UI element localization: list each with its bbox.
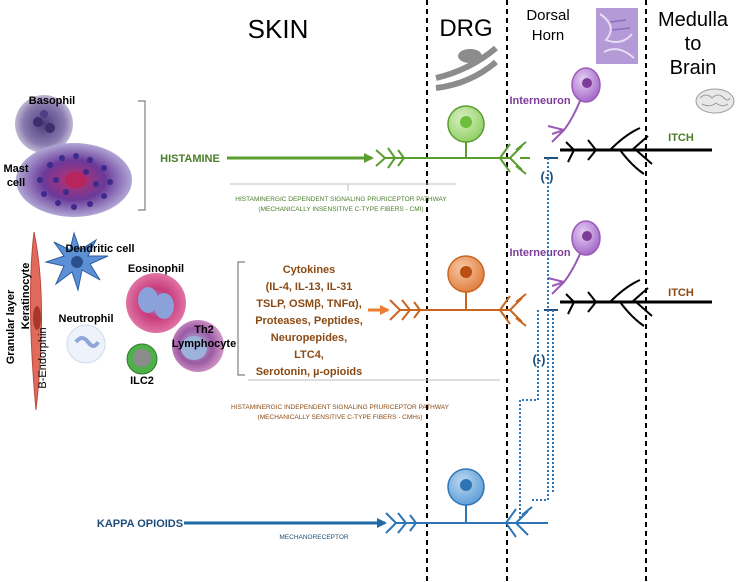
- keratinocyte-cell: [29, 231, 43, 411]
- granular-layer-label: Granular layer: [5, 289, 17, 364]
- histamine-neuron-nucleus: [460, 116, 472, 128]
- header-drg: DRG: [439, 15, 492, 42]
- histamine-source-bracket: [138, 100, 146, 211]
- header-dorsal-horn-1: Dorsal: [526, 7, 569, 24]
- histamine-neuron: [375, 140, 530, 175]
- dendritic-cell: [44, 231, 109, 292]
- eosinophil-label: Eosinophil: [128, 263, 184, 275]
- mediator-line-5: Neuropepides,: [271, 332, 347, 344]
- eosinophil-cell: [126, 273, 186, 333]
- mediator-line-6: LTC4,: [294, 349, 324, 361]
- mast-cell-label-1: Mast: [3, 163, 28, 175]
- mediator-line-3: TSLP, OSMβ, TNFα),: [256, 298, 362, 310]
- keratinocyte-label: Keratinocyte: [20, 263, 32, 330]
- header-medulla-2: to: [685, 33, 702, 55]
- mediator-line-2: (IL-4, IL-13, IL-31: [266, 281, 353, 293]
- th2-label-1: Th2: [194, 324, 214, 336]
- mast-cell: [16, 143, 132, 217]
- nonhistamine-caption-2: (MECHANICALLY SENSITIVE C-TYPE FIBERS - …: [258, 414, 423, 421]
- th2-label-2: Lymphocyte: [172, 338, 236, 350]
- kappa-neuron-nucleus: [460, 479, 472, 491]
- output-neuron-1: [560, 127, 712, 175]
- mediator-line-7: Serotonin, µ-opioids: [256, 366, 363, 378]
- kappa-neuron: [385, 504, 548, 538]
- mechanoreceptor-caption: MECHANORECEPTOR: [279, 534, 349, 541]
- basophil-cell: [15, 95, 73, 153]
- ilc2-label: ILC2: [130, 375, 154, 387]
- itch-output-1: ITCH: [668, 132, 694, 144]
- interneuron-1-label: Interneuron: [509, 95, 570, 107]
- nonhistamine-mediator-list: Cytokines (IL-4, IL-13, IL-31 TSLP, OSMβ…: [255, 264, 363, 378]
- header-skin: SKIN: [248, 14, 309, 44]
- basophil-label: Basophil: [29, 95, 75, 107]
- inhibition-1: (-): [541, 169, 554, 184]
- nonhistamine-neuron: [389, 292, 527, 327]
- neutrophil-cell: [66, 324, 106, 364]
- itch-output-2: ITCH: [668, 287, 694, 299]
- histamine-caption-1: HISTAMINERGIC DEPENDENT SIGNALING PRURIC…: [235, 196, 447, 203]
- drg-ganglion-icon: [435, 45, 498, 91]
- output-neuron-2: [560, 279, 712, 327]
- header-medulla-3: Brain: [670, 57, 717, 79]
- header-medulla-1: Medulla: [658, 9, 729, 31]
- header-dorsal-horn-2: Horn: [532, 27, 565, 44]
- brain-icon: [695, 88, 735, 114]
- neutrophil-label: Neutrophil: [59, 313, 114, 325]
- ilc2-cell: [126, 343, 158, 375]
- b-endorphin-label: B-Endorphin: [37, 327, 49, 388]
- histamine-caption-2: (MECHANICALLY INSENSITIVE C-TYPE FIBERS …: [258, 206, 423, 213]
- th2-lymphocyte-cell: [172, 320, 224, 372]
- interneuron-2-label: Interneuron: [509, 247, 570, 259]
- spinal-cord-section-icon: [596, 8, 638, 64]
- inhibitory-dotted-paths: [519, 158, 554, 520]
- mediator-line-1: Cytokines: [283, 264, 336, 276]
- nonhistamine-caption-1: HISTAMINERGIC INDEPENDENT SIGNALING PRUR…: [231, 404, 450, 411]
- dendritic-cell-label: Dendritic cell: [65, 243, 134, 255]
- mast-cell-label-2: cell: [7, 177, 25, 189]
- nonhistamine-source-bracket: [237, 261, 245, 376]
- interneuron-1: [547, 67, 601, 143]
- nonhistamine-neuron-nucleus: [460, 266, 472, 278]
- kappa-opioids-label: KAPPA OPIOIDS: [97, 518, 183, 530]
- interneuron-2: [547, 220, 601, 295]
- mediator-line-4: Proteases, Peptides,: [255, 315, 363, 327]
- histamine-label: HISTAMINE: [160, 153, 220, 165]
